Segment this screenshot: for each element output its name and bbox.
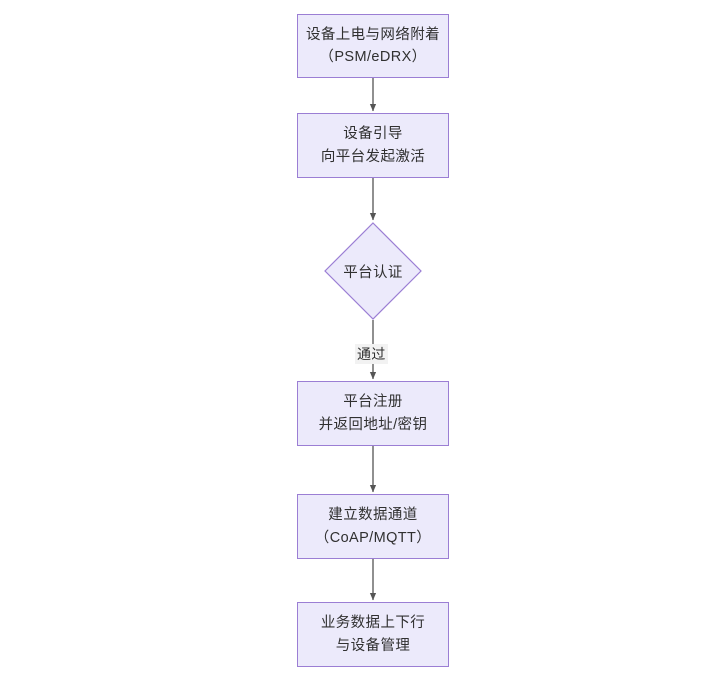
node-business-data-line1: 业务数据上下行 xyxy=(320,615,426,632)
node-platform-register-line1: 平台注册 xyxy=(343,394,403,411)
node-bootstrap-line2: 向平台发起激活 xyxy=(320,148,426,165)
node-business-data[interactable]: 业务数据上下行 与设备管理 xyxy=(297,602,449,667)
node-platform-register-line2: 并返回地址/密钥 xyxy=(318,416,428,433)
node-bootstrap-line1: 设备引导 xyxy=(343,126,403,143)
node-power-on-line1: 设备上电与网络附着 xyxy=(305,26,441,43)
diamond-shape xyxy=(324,222,422,320)
node-data-channel-line1: 建立数据通道 xyxy=(328,507,418,524)
node-platform-auth-label: 平台认证 xyxy=(343,264,403,281)
node-data-channel-line2: （CoAP/MQTT） xyxy=(314,529,432,546)
node-platform-auth[interactable]: 平台认证 xyxy=(324,222,422,320)
node-business-data-line2: 与设备管理 xyxy=(335,637,411,654)
node-data-channel[interactable]: 建立数据通道 （CoAP/MQTT） xyxy=(297,494,449,559)
node-power-on[interactable]: 设备上电与网络附着 （PSM/eDRX） xyxy=(297,14,449,78)
node-bootstrap[interactable]: 设备引导 向平台发起激活 xyxy=(297,113,449,178)
node-platform-register[interactable]: 平台注册 并返回地址/密钥 xyxy=(297,381,449,446)
edge-label-pass: 通过 xyxy=(355,344,388,365)
node-power-on-line2: （PSM/eDRX） xyxy=(319,49,427,65)
